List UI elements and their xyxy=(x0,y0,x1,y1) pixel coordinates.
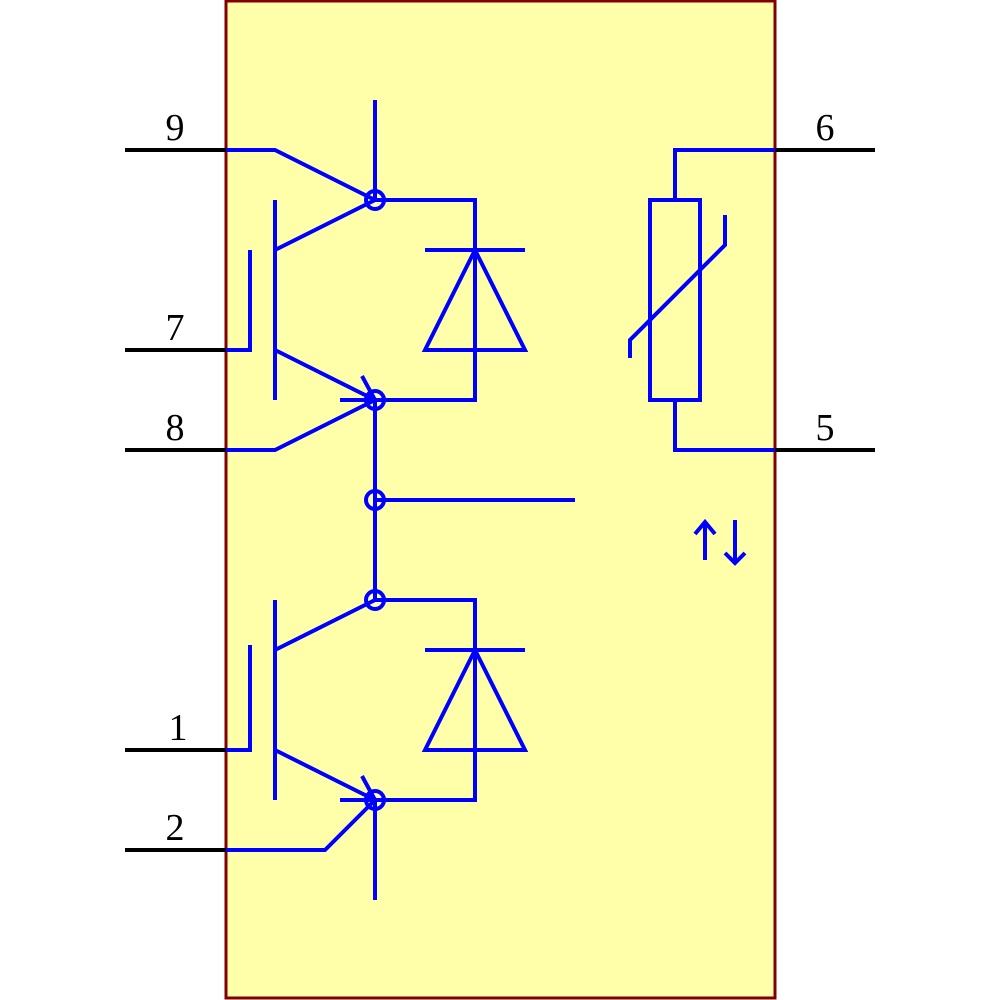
pin-label-6: 6 xyxy=(816,107,835,149)
up-down-arrows-icon xyxy=(693,518,747,566)
phase-output xyxy=(364,400,575,600)
pin-label-2: 2 xyxy=(166,807,185,849)
pin-label-1: 1 xyxy=(169,707,188,749)
pin-leads xyxy=(125,148,875,852)
pin-label-5: 5 xyxy=(816,407,835,449)
pin-label-7: 7 xyxy=(166,307,185,349)
pin-label-9: 9 xyxy=(166,107,185,149)
diode-lower xyxy=(375,598,529,802)
pin-label-8: 8 xyxy=(166,407,185,449)
diode-upper xyxy=(375,198,529,402)
ntc-thermistor xyxy=(628,148,775,452)
